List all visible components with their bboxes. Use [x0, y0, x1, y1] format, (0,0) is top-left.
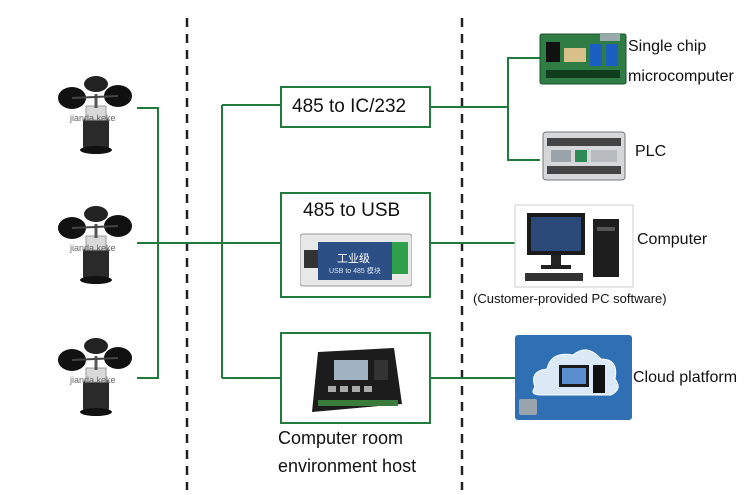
plc-label: PLC — [635, 143, 667, 160]
computer-note: (Customer-provided PC software) — [473, 291, 667, 306]
environment-host-icon — [312, 348, 402, 412]
usb-device-text: 工业级 — [337, 253, 370, 265]
anemometer-icon — [58, 206, 132, 284]
output-lines — [431, 57, 540, 379]
circuit-board-icon — [539, 33, 627, 85]
usb-device-subtext: USB to 485 模块 — [329, 268, 381, 275]
sensor-watermark: jianda keke — [70, 113, 116, 123]
anemometer-icon — [58, 338, 132, 416]
sensor-watermark: jianda keke — [70, 243, 116, 253]
plc-icon — [542, 131, 626, 181]
converter-usb-box: 485 to USB 工业级 USB to 485 模块 — [280, 192, 431, 298]
environment-host-label-2: environment host — [278, 456, 417, 476]
usb-converter-icon — [300, 233, 412, 287]
computer-label: Computer — [637, 231, 708, 248]
environment-host-label-1: Computer room — [278, 428, 404, 448]
environment-host-box — [280, 332, 431, 424]
converter-ic232-label: 485 to IC/232 — [292, 96, 407, 117]
converter-ic232-box: 485 to IC/232 — [280, 86, 431, 128]
sensor-watermark: jianda keke — [70, 375, 116, 385]
cloud-platform-icon — [515, 335, 632, 420]
cloud-label: Cloud platform — [633, 369, 738, 386]
anemometer-icon — [58, 76, 132, 154]
sensor-bus — [137, 104, 280, 379]
converter-usb-label: 485 to USB — [303, 200, 401, 221]
mcu-label-1: Single chip — [628, 38, 707, 55]
mcu-label-2: microcomputer — [628, 68, 734, 85]
computer-icon — [514, 204, 634, 288]
